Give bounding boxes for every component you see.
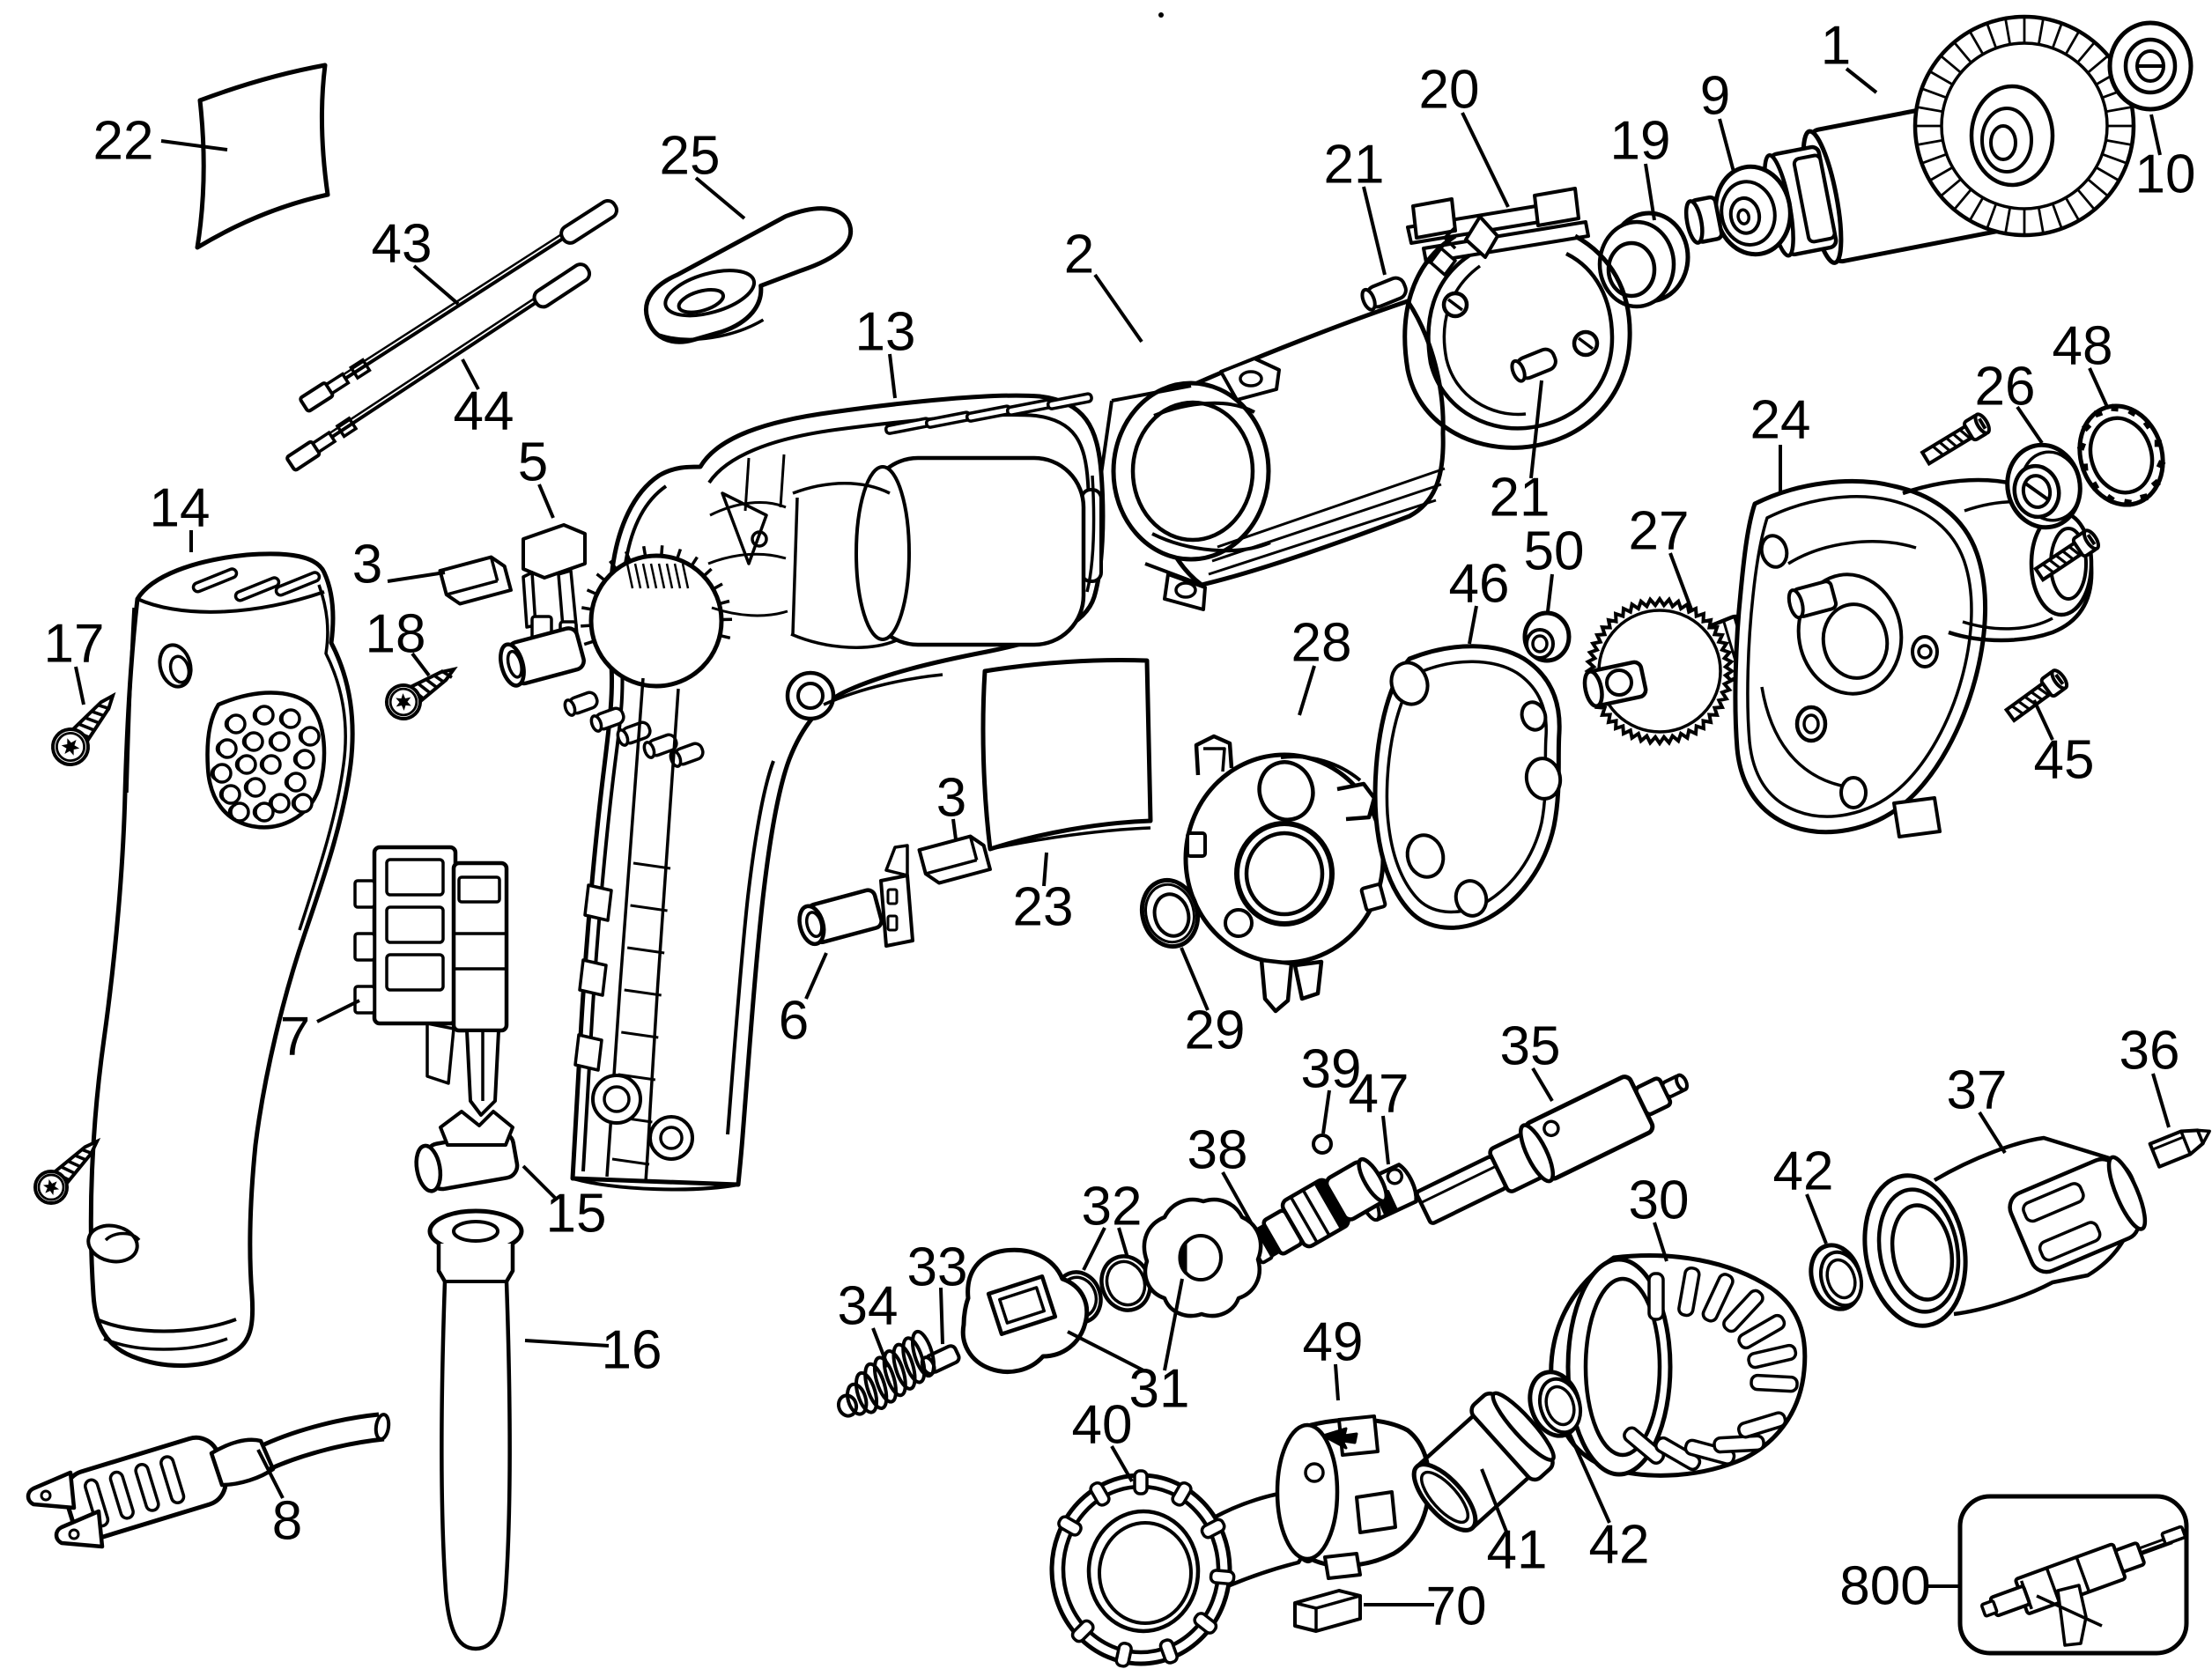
svg-text:27: 27 — [1629, 501, 1690, 562]
svg-text:26: 26 — [1975, 357, 2036, 417]
svg-text:17: 17 — [44, 614, 105, 675]
svg-text:21: 21 — [1324, 135, 1385, 196]
svg-text:44: 44 — [454, 381, 514, 442]
svg-text:21: 21 — [1490, 468, 1550, 528]
svg-text:42: 42 — [1589, 1515, 1650, 1576]
svg-text:46: 46 — [1449, 554, 1510, 615]
svg-text:22: 22 — [93, 111, 154, 172]
svg-text:39: 39 — [1301, 1039, 1362, 1100]
svg-text:47: 47 — [1349, 1064, 1409, 1125]
svg-text:40: 40 — [1072, 1395, 1133, 1456]
svg-text:42: 42 — [1773, 1141, 1834, 1202]
svg-text:49: 49 — [1303, 1312, 1364, 1373]
svg-text:800: 800 — [1839, 1556, 1930, 1617]
svg-text:34: 34 — [838, 1276, 899, 1337]
svg-text:2: 2 — [1064, 225, 1094, 285]
svg-text:41: 41 — [1487, 1520, 1548, 1581]
svg-text:3: 3 — [352, 535, 382, 595]
svg-text:32: 32 — [1082, 1177, 1143, 1237]
svg-text:13: 13 — [855, 302, 916, 363]
svg-text:15: 15 — [546, 1184, 607, 1244]
svg-text:31: 31 — [1129, 1359, 1190, 1420]
svg-text:33: 33 — [907, 1237, 968, 1298]
svg-text:23: 23 — [1013, 877, 1074, 938]
svg-text:8: 8 — [272, 1491, 302, 1552]
svg-text:29: 29 — [1185, 1001, 1246, 1061]
svg-text:20: 20 — [1419, 60, 1480, 121]
svg-text:70: 70 — [1426, 1577, 1487, 1637]
svg-text:19: 19 — [1610, 111, 1671, 172]
svg-text:43: 43 — [372, 214, 433, 275]
svg-text:3: 3 — [936, 768, 966, 829]
svg-text:5: 5 — [518, 432, 548, 493]
svg-text:24: 24 — [1750, 390, 1811, 451]
svg-text:18: 18 — [366, 604, 426, 665]
svg-text:9: 9 — [1700, 66, 1730, 127]
svg-text:45: 45 — [2034, 730, 2095, 791]
svg-text:30: 30 — [1629, 1171, 1690, 1231]
svg-text:50: 50 — [1524, 521, 1585, 582]
svg-text:10: 10 — [2135, 144, 2196, 205]
svg-text:16: 16 — [602, 1320, 662, 1381]
svg-text:48: 48 — [2053, 316, 2113, 377]
svg-text:1: 1 — [1821, 16, 1851, 77]
svg-text:36: 36 — [2120, 1021, 2180, 1082]
svg-text:7: 7 — [280, 1007, 310, 1067]
svg-text:25: 25 — [660, 126, 721, 187]
svg-text:35: 35 — [1500, 1016, 1561, 1077]
svg-text:28: 28 — [1291, 613, 1352, 674]
svg-text:38: 38 — [1187, 1120, 1248, 1181]
svg-text:6: 6 — [779, 991, 809, 1052]
svg-text:14: 14 — [150, 478, 211, 539]
svg-text:37: 37 — [1947, 1060, 2008, 1121]
